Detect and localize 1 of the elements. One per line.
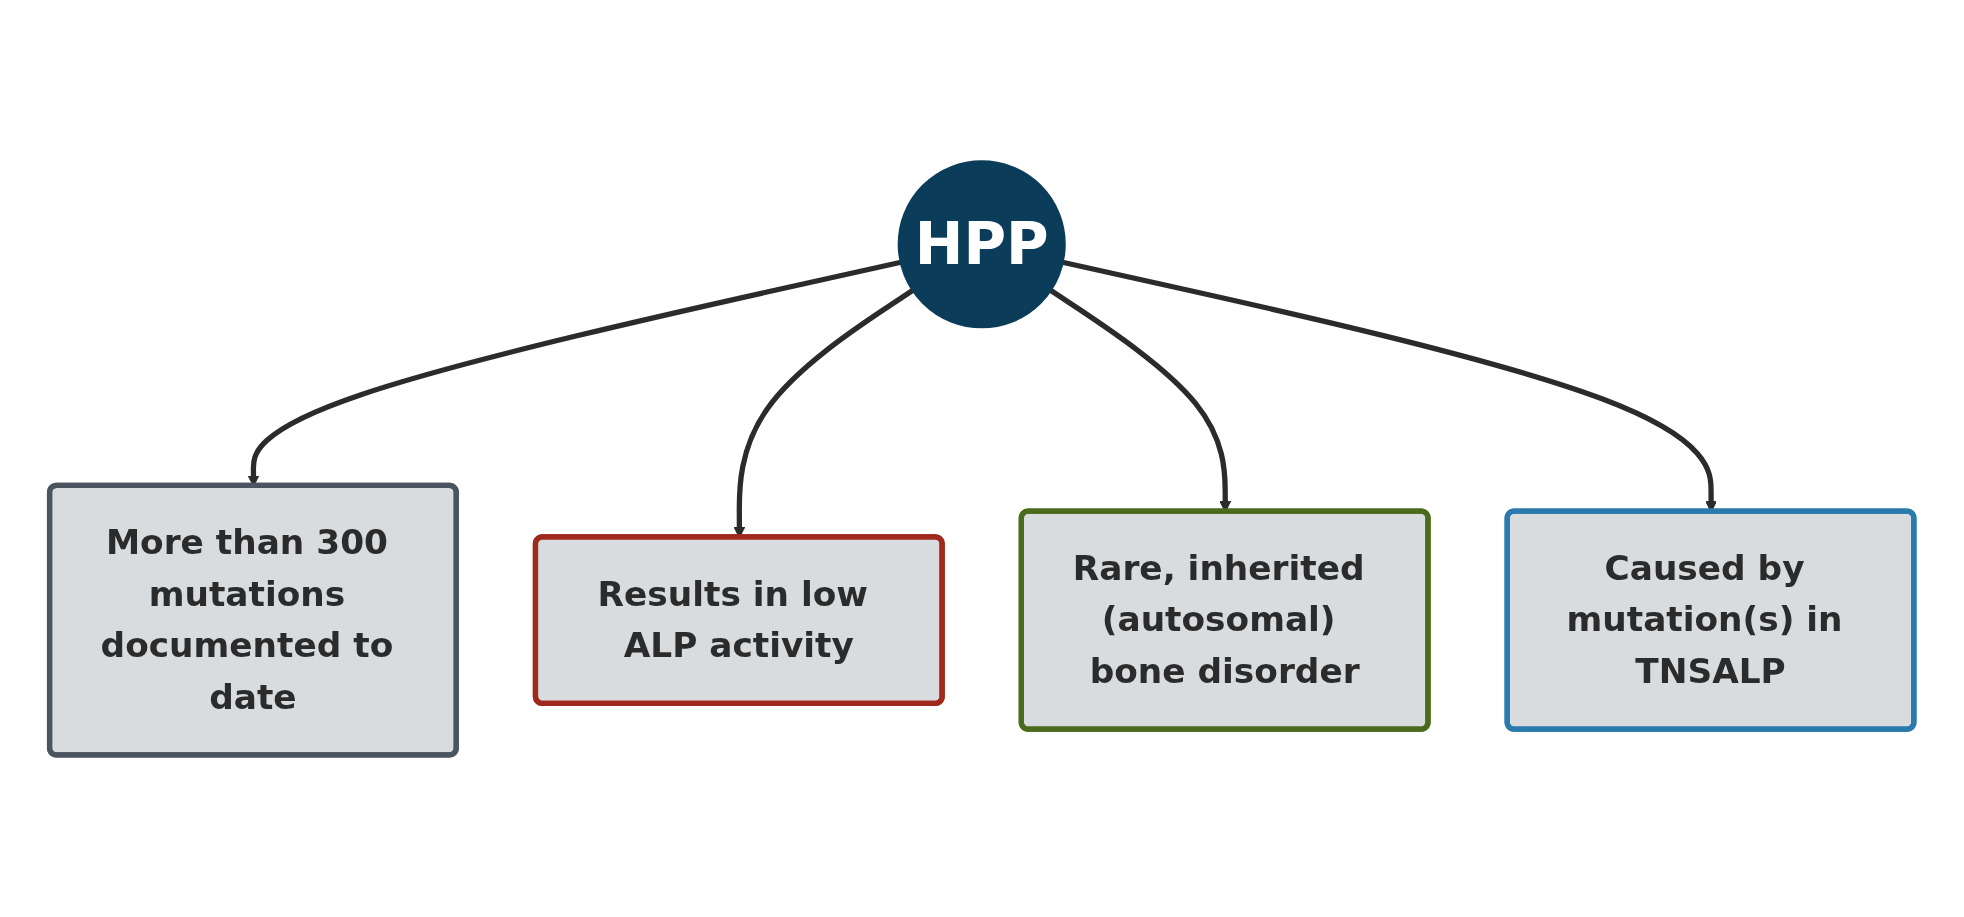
- node-circle: HPP: [897, 160, 1067, 329]
